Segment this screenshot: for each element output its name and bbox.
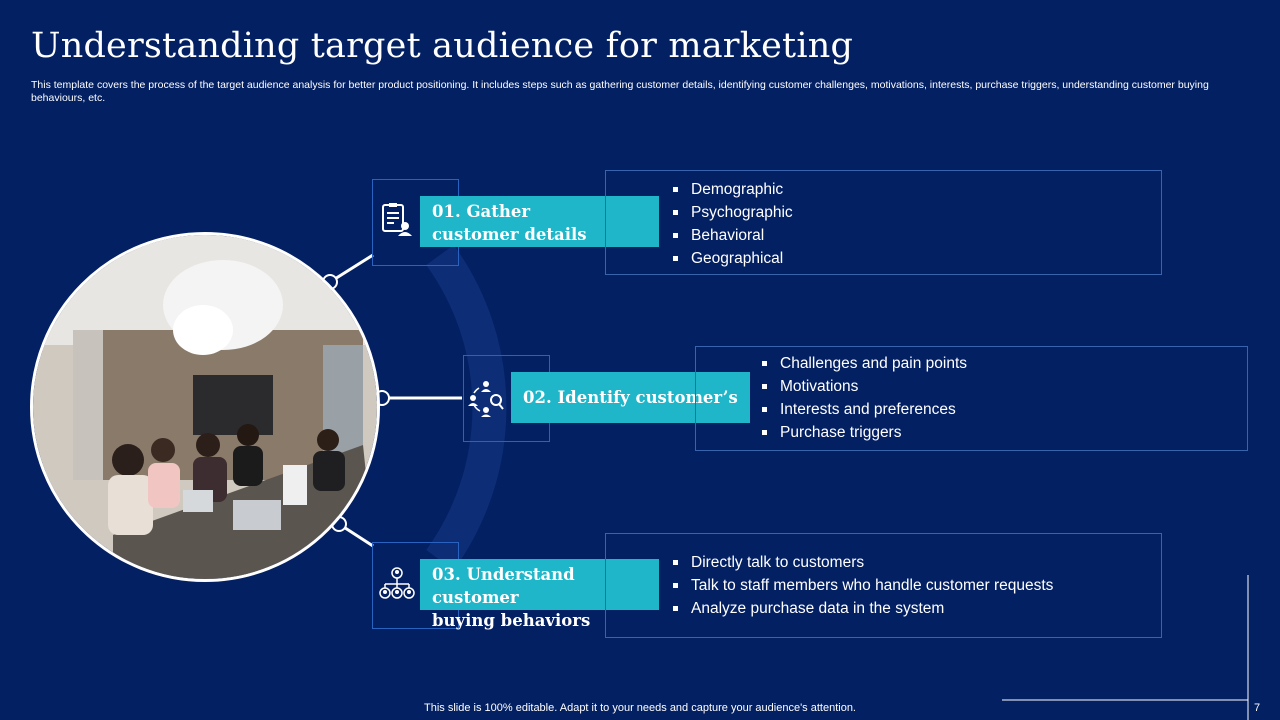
step-1-label: 01. Gather customer details (420, 196, 659, 247)
list-item: Geographical (673, 247, 793, 270)
step-2-details: Challenges and pain points Motivations I… (695, 346, 1248, 451)
step-3-label-line1: 03. Understand customer (432, 565, 575, 607)
list-item: Behavioral (673, 224, 793, 247)
step-1-label-line2: customer details (432, 225, 587, 244)
list-item: Purchase triggers (762, 421, 967, 444)
meeting-photo (30, 232, 380, 582)
footer-note: This slide is 100% editable. Adapt it to… (424, 702, 856, 714)
step-3-details: Directly talk to customers Talk to staff… (605, 533, 1162, 638)
step-3-label-line2: buying behaviors (432, 611, 591, 630)
step-3-label: 03. Understand customer buying behaviors (420, 559, 659, 630)
org-chart-icon (378, 566, 416, 604)
list-item: Interests and preferences (762, 398, 967, 421)
list-item: Demographic (673, 178, 793, 201)
list-item: Talk to staff members who handle custome… (673, 574, 1053, 597)
page-subtitle: This template covers the process of the … (31, 79, 1209, 104)
people-search-icon (467, 379, 505, 417)
document-person-icon (378, 202, 416, 240)
list-item: Psychographic (673, 201, 793, 224)
page-title: Understanding target audience for market… (31, 26, 854, 66)
step-1-details: Demographic Psychographic Behavioral Geo… (605, 170, 1162, 275)
step-2-label-line1: 02. Identify customer’s (523, 388, 738, 407)
step-1-label-line1: 01. Gather (432, 202, 531, 221)
list-item: Analyze purchase data in the system (673, 597, 1053, 620)
list-item: Challenges and pain points (762, 352, 967, 375)
list-item: Motivations (762, 375, 967, 398)
page-number: 7 (1254, 702, 1261, 714)
list-item: Directly talk to customers (673, 551, 1053, 574)
step-2-label: 02. Identify customer’s (511, 372, 750, 423)
